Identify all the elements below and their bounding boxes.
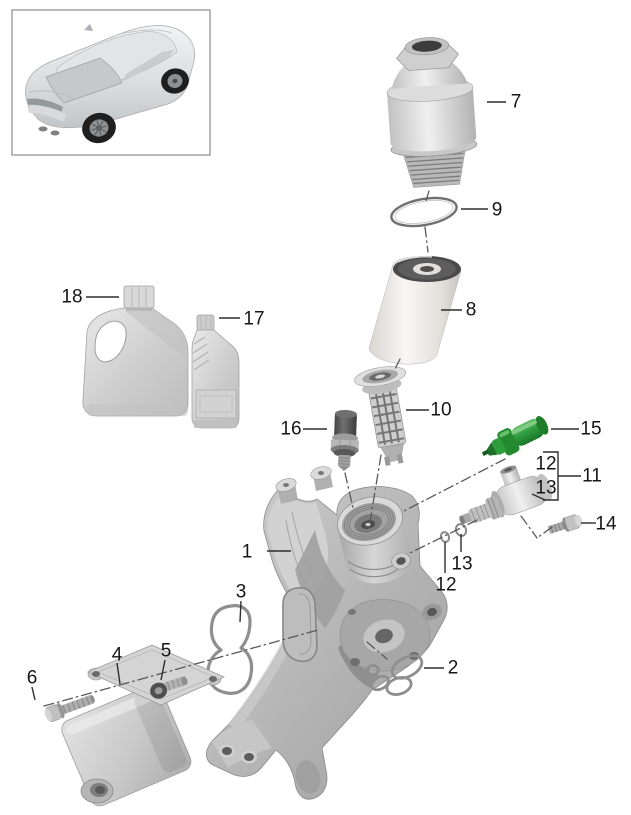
cooler-ear-hole	[209, 676, 217, 682]
part-1-oil-filter-bracket	[205, 466, 448, 800]
part-8-filter-element	[368, 256, 462, 365]
part-9-o-ring	[390, 196, 458, 228]
part-2-gasket	[366, 654, 424, 696]
callout-5[interactable]: 5	[161, 641, 172, 662]
part-18-oil-canister	[82, 285, 189, 417]
callout-12-ring[interactable]: 12	[435, 575, 456, 596]
callout-14[interactable]: 14	[595, 514, 617, 535]
callout-10[interactable]: 10	[430, 400, 451, 421]
part-17-oil-bottle	[191, 314, 240, 429]
part-12-o-ring	[439, 531, 451, 543]
callouts: 7 9 8 10 16 15 12 13 11 14 1 13 12 3 2 4…	[27, 92, 617, 689]
callout-13-bracket[interactable]: 13	[535, 478, 556, 499]
mount-hole	[244, 753, 254, 761]
mount-hole	[222, 747, 232, 755]
front-wheel	[161, 68, 189, 94]
callout-4[interactable]: 4	[112, 645, 123, 666]
leader-lines	[31, 101, 596, 701]
cooler-ear-hole	[92, 671, 100, 677]
callout-9[interactable]: 9	[492, 200, 503, 221]
part-3-gasket	[206, 604, 254, 695]
part-13-o-ring	[454, 523, 468, 537]
callout-12-bracket[interactable]: 12	[535, 454, 556, 475]
canister-handle-opening	[94, 320, 127, 363]
callout-13-ring[interactable]: 13	[451, 554, 472, 575]
callout-1[interactable]: 1	[242, 542, 253, 563]
part-16-oil-pressure-switch	[330, 409, 359, 471]
callout-17[interactable]: 17	[243, 309, 264, 330]
vehicle-illustration	[25, 24, 196, 144]
callout-16[interactable]: 16	[280, 419, 301, 440]
callout-8[interactable]: 8	[466, 300, 477, 321]
callout-3[interactable]: 3	[236, 582, 247, 603]
rear-wheel	[82, 112, 116, 144]
callout-15[interactable]: 15	[580, 419, 601, 440]
port-hole	[427, 607, 437, 617]
assembly-axis-lines	[43, 190, 553, 707]
part-15-sensor-highlighted	[481, 416, 549, 457]
part-7-filter-cover	[386, 37, 478, 188]
callout-18[interactable]: 18	[61, 287, 82, 308]
part-14-screw	[547, 514, 583, 534]
part-11-valve-assembly	[459, 465, 553, 525]
vehicle-thumbnail	[11, 9, 211, 156]
callout-2[interactable]: 2	[448, 658, 459, 679]
part-5-bolt	[150, 676, 188, 699]
part-4-oil-cooler	[61, 644, 225, 807]
callout-7[interactable]: 7	[511, 92, 522, 113]
callout-6[interactable]: 6	[27, 668, 38, 689]
part-10-standpipe	[354, 366, 407, 466]
part-6-screw	[44, 694, 95, 722]
callout-11[interactable]: 11	[582, 466, 602, 487]
